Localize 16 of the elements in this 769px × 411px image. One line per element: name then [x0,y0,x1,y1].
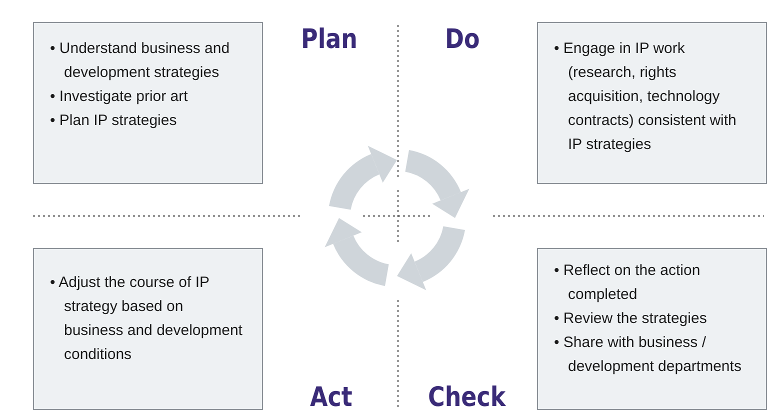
bullet-item: • Adjust the course of IP strategy based on business and development conditions [50,273,244,365]
bullet-item: • Review the strategies [554,309,708,329]
text-box [33,248,263,410]
bullet-item: • Engage in IP work (research, rights acquisition, technology contracts) consistent with IP strategies [554,39,738,155]
text-box [33,22,263,184]
phase-heading: Act [310,382,352,411]
bullet-item: • Investigate prior art [50,87,189,107]
bullet-item: • Plan IP strategies [50,111,178,131]
text-box [537,22,767,184]
phase-heading: Plan [301,24,358,55]
bullet-item: • Reflect on the action completed [554,261,702,305]
bullet-item: • Understand business and development strategies [50,39,231,83]
bullet-item: • Share with business / development departments [554,333,742,377]
phase-heading: Check [428,382,506,411]
text-box [537,248,767,410]
phase-heading: Do [445,24,480,55]
